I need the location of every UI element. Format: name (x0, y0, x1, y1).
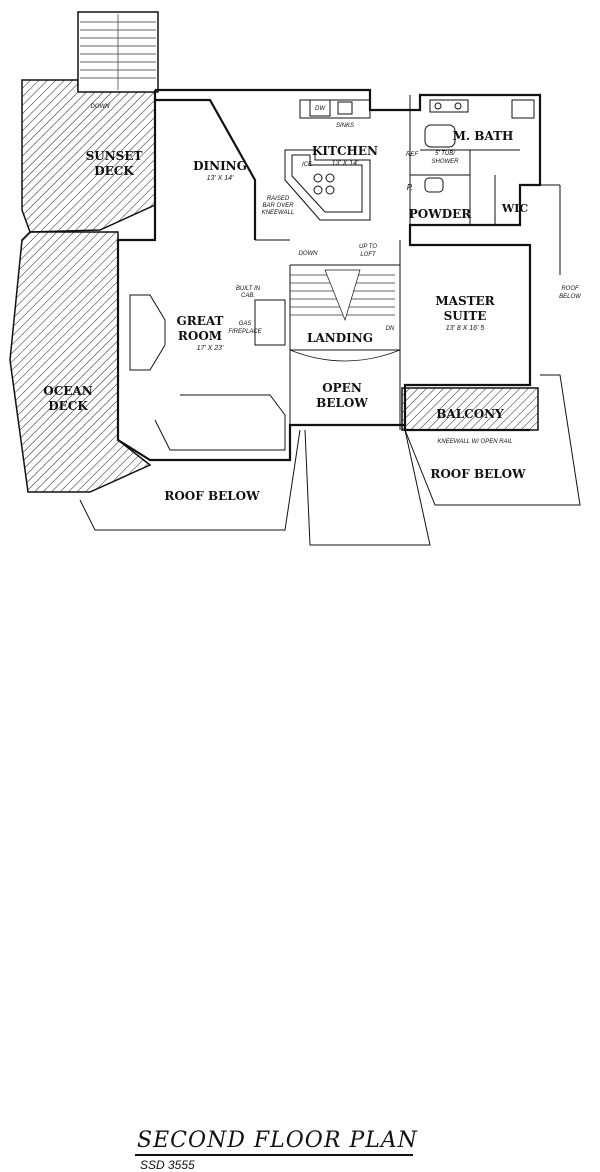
svg-text:BAR OVER: BAR OVER (262, 203, 294, 209)
svg-text:BELOW: BELOW (316, 396, 368, 410)
master-suite-label: MASTER SUITE (435, 294, 495, 323)
up-to-loft-note: UP TO LOFT (359, 244, 377, 258)
built-in-cabinet-note: BUILT IN CAB. (236, 286, 261, 299)
ocean-deck-label: OCEAN DECK (43, 384, 92, 413)
dishwasher-note: DW (315, 106, 326, 112)
title-underline (135, 1154, 413, 1156)
svg-text:DECK: DECK (48, 399, 88, 413)
svg-text:ROOM: ROOM (178, 329, 222, 343)
svg-text:SUITE: SUITE (444, 309, 487, 323)
sunset-deck-area (21, 11, 159, 233)
svg-text:ROOF: ROOF (561, 286, 579, 292)
exterior-stair-treads (80, 14, 156, 90)
tub-shower-note: 5' TUB/ SHOWER (432, 151, 460, 165)
svg-text:UP TO: UP TO (359, 244, 377, 250)
landing-label: LANDING (307, 331, 373, 345)
stair-dn-note: DN (386, 326, 395, 332)
svg-text:CAB.: CAB. (241, 293, 255, 299)
roof-below-right-note: ROOF BELOW (559, 286, 582, 300)
svg-text:LOFT: LOFT (360, 252, 377, 258)
balcony-label: BALCONY (436, 407, 504, 421)
ocean-deck-area (9, 231, 152, 493)
stair-down-note: DOWN (299, 251, 319, 257)
refrigerator-note: REF (406, 152, 418, 158)
plan-code: SSD 3555 (140, 1158, 195, 1172)
plan-title: SECOND FLOOR PLAN (137, 1128, 418, 1153)
svg-text:RAISED: RAISED (267, 196, 290, 202)
svg-text:KNEEWALL: KNEEWALL (262, 210, 295, 216)
master-suite-dimension: 13' 8 X 16' 5 (446, 325, 485, 332)
roof-below-left-label: ROOF BELOW (164, 489, 260, 503)
sunset-deck-label: SUNSET DECK (86, 149, 143, 178)
exterior-walls (116, 88, 542, 462)
interior-walls (255, 95, 520, 430)
svg-text:DECK: DECK (94, 164, 134, 178)
deck-down-note: DOWN (91, 104, 111, 110)
raised-bar-note: RAISED BAR OVER KNEEWALL (262, 196, 295, 216)
kitchen-label: KITCHEN (312, 144, 378, 158)
svg-text:OPEN: OPEN (322, 381, 362, 395)
open-below-label: OPEN BELOW (316, 381, 368, 410)
svg-text:SHOWER: SHOWER (432, 159, 460, 165)
dining-dimension: 13' X 14' (207, 175, 234, 182)
great-room-features (129, 294, 286, 451)
title-block: SECOND FLOOR PLAN SSD 3555 (0, 560, 600, 1172)
roof-lines (79, 184, 581, 546)
dining-label: DINING (193, 159, 247, 173)
svg-text:GREAT: GREAT (177, 314, 224, 328)
interior-stair (289, 269, 401, 362)
svg-text:BUILT IN: BUILT IN (236, 286, 261, 292)
svg-text:FIREPLACE: FIREPLACE (228, 329, 262, 335)
wic-label: WIC (501, 202, 528, 215)
great-room-label: GREAT ROOM (177, 314, 224, 343)
svg-text:5' TUB/: 5' TUB/ (435, 151, 456, 157)
svg-text:SUNSET: SUNSET (86, 149, 143, 163)
gas-fireplace-note: GAS FIREPLACE (228, 321, 262, 335)
svg-text:GAS: GAS (239, 321, 252, 327)
svg-text:MASTER: MASTER (435, 294, 495, 308)
kitchen-dimension: 13' X 14' (332, 160, 359, 167)
floor-plan-drawing: SUNSET DECK DINING 13' X 14' KITCHEN 13'… (9, 11, 582, 546)
kneewall-rail-note: KNEEWALL W/ OPEN RAIL (437, 439, 512, 445)
master-bath-fixtures (424, 99, 535, 193)
kitchen-counter (284, 99, 371, 221)
great-room-dimension: 17' X 23' (197, 345, 224, 352)
ice-note: ICE (302, 162, 313, 168)
sinks-note: SINKS (336, 123, 354, 129)
pantry-note: P. (407, 183, 414, 192)
svg-text:OCEAN: OCEAN (43, 384, 92, 398)
svg-text:BELOW: BELOW (559, 294, 582, 300)
master-bath-label: M. BATH (453, 129, 514, 143)
roof-below-center-label: ROOF BELOW (430, 467, 526, 481)
powder-label: POWDER (409, 207, 473, 221)
